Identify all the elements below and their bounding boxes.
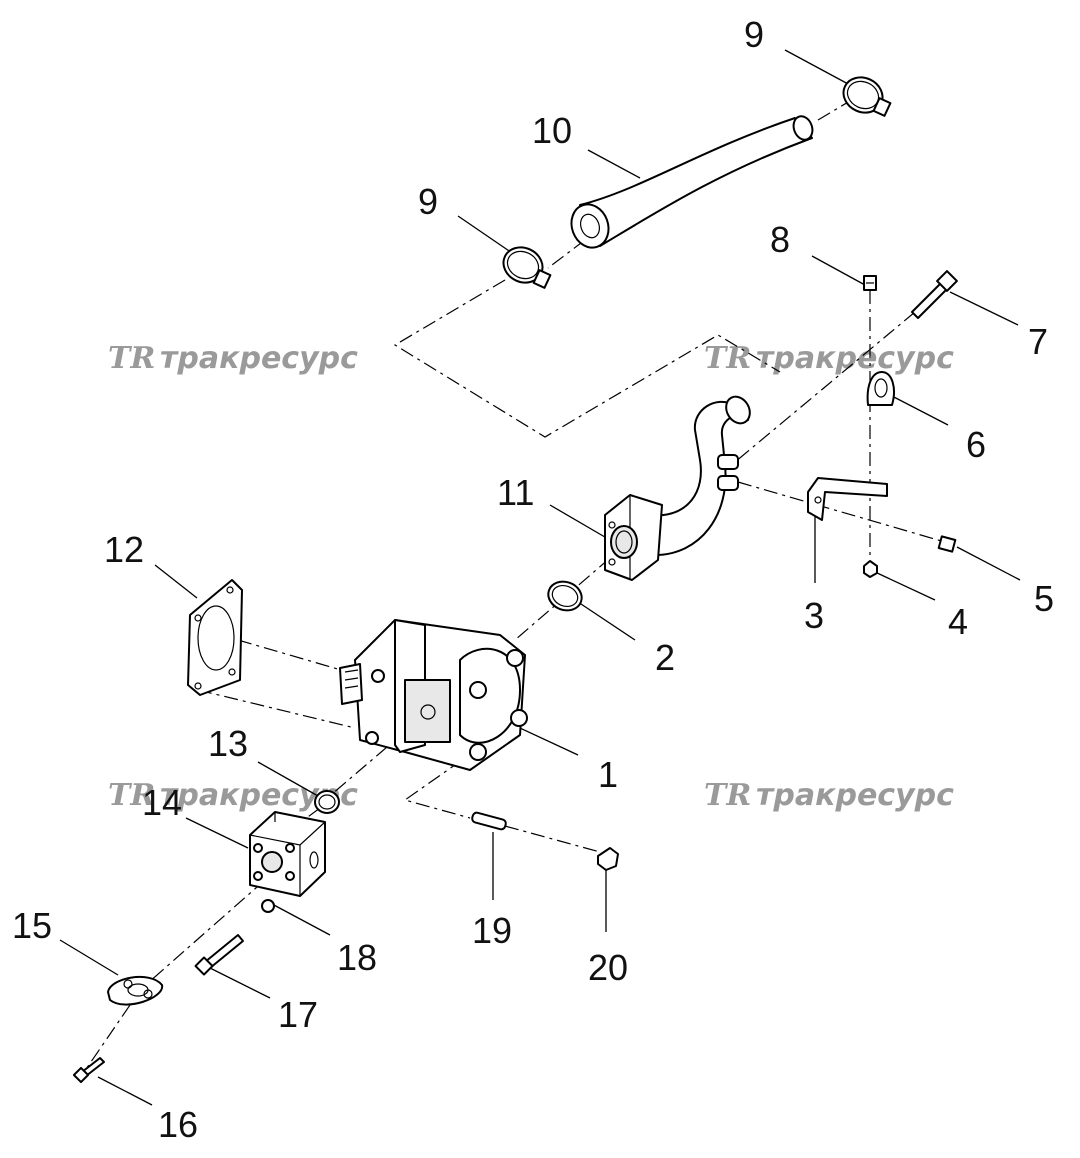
o-ring-18 bbox=[261, 899, 275, 913]
callout-5: 5 bbox=[1034, 578, 1054, 619]
flange-half-15 bbox=[107, 976, 164, 1006]
watermark-top-left: TR тракресурс bbox=[108, 341, 358, 376]
bolt-17 bbox=[194, 934, 244, 976]
callout-15: 15 bbox=[12, 905, 52, 946]
callout-17: 17 bbox=[278, 994, 318, 1035]
watermark-bottom-right: TR тракресурс bbox=[704, 778, 954, 813]
callout-12: 12 bbox=[104, 529, 144, 570]
watermark-logo: TR bbox=[704, 341, 751, 376]
callout-9-lower: 9 bbox=[418, 181, 438, 222]
callout-19: 19 bbox=[472, 910, 512, 951]
watermark-text: тракресурс bbox=[160, 341, 358, 376]
assembly-lines bbox=[81, 94, 946, 1076]
callout-3: 3 bbox=[804, 595, 824, 636]
gear-pump bbox=[339, 619, 528, 771]
callout-7: 7 bbox=[1028, 321, 1048, 362]
callout-4: 4 bbox=[948, 601, 968, 642]
callout-labels: 1 2 3 4 5 6 7 8 9 9 10 11 12 13 14 15 16… bbox=[12, 14, 1054, 1145]
hose bbox=[570, 115, 814, 249]
callout-11: 11 bbox=[497, 472, 534, 513]
callout-8: 8 bbox=[770, 219, 790, 260]
callout-9-upper: 9 bbox=[744, 14, 764, 55]
bracket bbox=[807, 477, 888, 521]
nut-4 bbox=[863, 560, 878, 578]
o-ring bbox=[547, 580, 583, 612]
callout-1: 1 bbox=[598, 754, 618, 795]
watermark-text: тракресурс bbox=[756, 341, 954, 376]
callout-13: 13 bbox=[208, 723, 248, 764]
bolt-7 bbox=[911, 270, 958, 319]
callout-10: 10 bbox=[532, 110, 572, 151]
snap-ring bbox=[314, 790, 340, 814]
watermark-text: тракресурс bbox=[756, 778, 954, 813]
callout-18: 18 bbox=[337, 937, 377, 978]
pin-19 bbox=[471, 811, 507, 831]
plug-20 bbox=[597, 847, 619, 871]
bolt-16 bbox=[72, 1057, 105, 1084]
hose-clamp-upper bbox=[842, 76, 892, 117]
watermark-logo: TR bbox=[108, 341, 155, 376]
callout-6: 6 bbox=[966, 424, 986, 465]
bolt-5 bbox=[937, 535, 957, 553]
hose-clamp-lower bbox=[502, 246, 552, 289]
watermark-top-right: TR тракресурс bbox=[704, 341, 954, 376]
gasket bbox=[187, 579, 243, 696]
pipe-clip-6 bbox=[866, 371, 895, 406]
callout-14: 14 bbox=[142, 782, 182, 823]
callout-20: 20 bbox=[588, 947, 628, 988]
adapter-block bbox=[249, 811, 326, 897]
leader-lines bbox=[59, 49, 1021, 1106]
watermark-logo: TR bbox=[704, 778, 751, 813]
callout-2: 2 bbox=[655, 637, 675, 678]
watermark-logo: TR bbox=[108, 778, 155, 813]
bolt-8 bbox=[863, 275, 877, 291]
suction-pipe bbox=[604, 395, 751, 581]
callout-16: 16 bbox=[158, 1104, 198, 1145]
